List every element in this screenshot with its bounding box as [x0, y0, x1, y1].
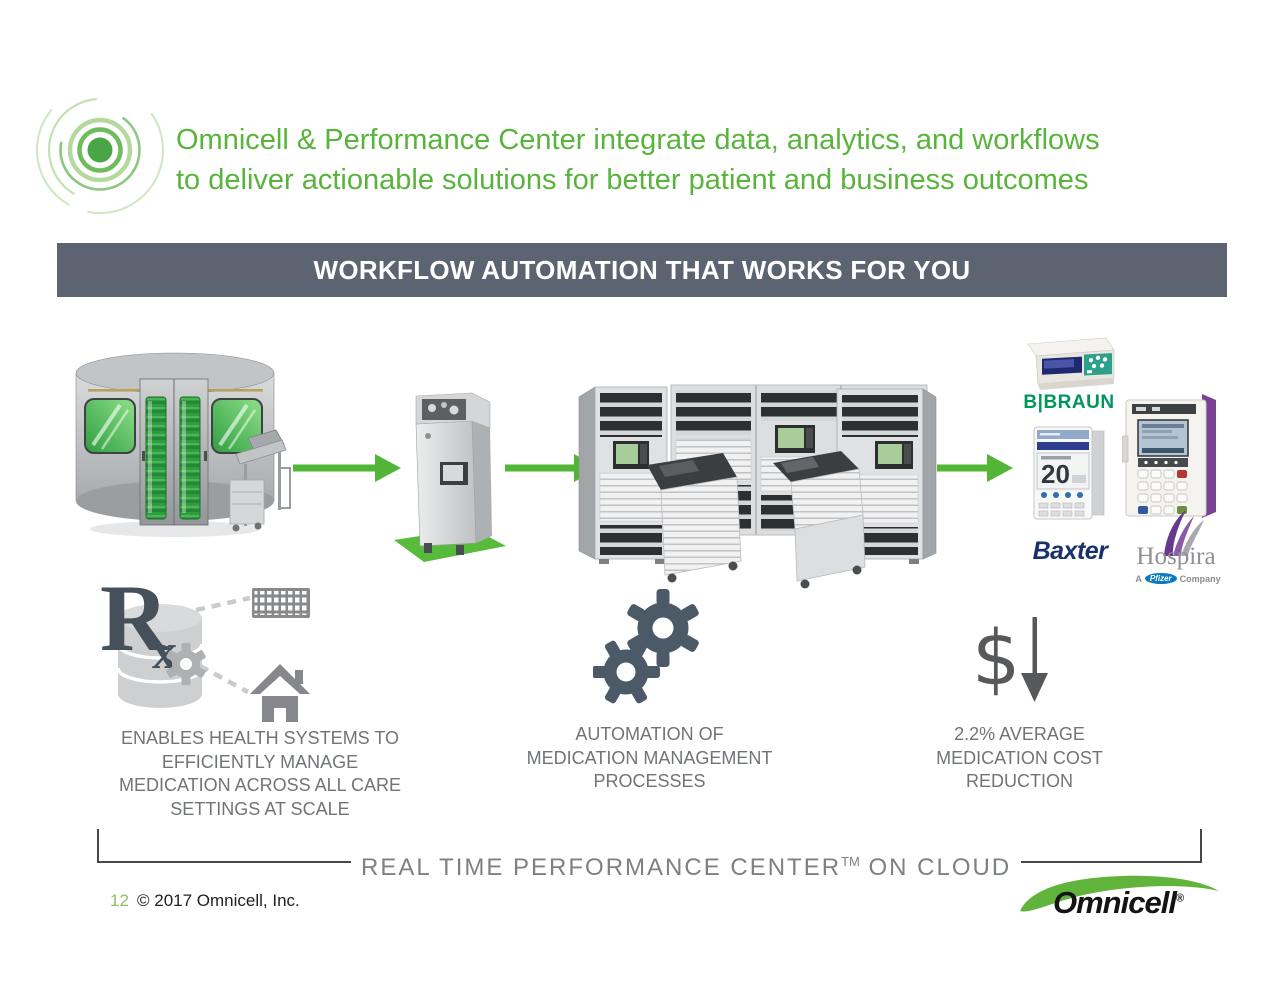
- bracket-line-right: [1021, 829, 1202, 863]
- omnicell-ripple-icon: [36, 86, 164, 214]
- pump-display-value: 20: [1041, 459, 1070, 489]
- performance-center-bracket: REAL TIME PERFORMANCE CENTERTM ON CLOUD: [97, 829, 1202, 881]
- pharmacy-carousel-image: [75, 352, 291, 537]
- caption-line: PROCESSES: [593, 771, 706, 791]
- cost-reduction-icon: $: [972, 613, 1048, 702]
- caption-line: SETTINGS AT SCALE: [170, 798, 350, 819]
- trademark-symbol: TM: [841, 854, 860, 869]
- caption-line: EFFICIENTLY MANAGE: [161, 751, 359, 772]
- workflow-banner: WORKFLOW AUTOMATION THAT WORKS FOR YOU: [57, 243, 1227, 297]
- slide-title-line1: Omnicell & Performance Center integrate …: [176, 124, 1100, 156]
- hospira-logo: Hospira: [1136, 543, 1216, 570]
- pfizer-tagline-prefix: A: [1135, 573, 1142, 584]
- bbraun-logo: B|BRAUN: [1023, 392, 1115, 413]
- slide-title-line2: to deliver actionable solutions for bett…: [176, 164, 1089, 196]
- benefit-caption: AUTOMATION OF MEDICATION MANAGEMENT PROC…: [487, 723, 812, 794]
- benefit-caption: ENABLES HEALTH SYSTEMS TO EFFICIENTLY MA…: [95, 727, 425, 821]
- packager-machine-image: [394, 392, 506, 562]
- bbraun-pump-image: [1027, 337, 1115, 390]
- page-number: 12: [110, 891, 129, 910]
- pfizer-oval-logo: Pfizer: [1144, 573, 1177, 584]
- rx-symbol: R x: [100, 576, 177, 679]
- omnicell-logo: Omnicell®: [1017, 874, 1222, 928]
- baxter-pump-image: 20: [1033, 426, 1105, 520]
- caption-line: MEDICATION ACROSS ALL CARE: [118, 775, 402, 795]
- pfizer-tagline: A Pfizer Company: [1130, 573, 1226, 584]
- bracket-label: REAL TIME PERFORMANCE CENTERTM ON CLOUD: [361, 854, 1012, 881]
- caption-line: AUTOMATION OF: [575, 724, 724, 744]
- benefit-caption: 2.2% AVERAGE MEDICATION COST REDUCTION: [897, 723, 1142, 794]
- dispensing-cabinets-image: [578, 384, 937, 589]
- rx-data-exchange-icon: R x: [100, 576, 310, 722]
- flow-arrow-icon: [937, 454, 1013, 482]
- gears-icon: [593, 589, 699, 704]
- baxter-logo: Baxter: [1032, 537, 1108, 565]
- caption-line: MEDICATION MANAGEMENT: [526, 747, 773, 768]
- omnicell-logo-text: Omnicell®: [1053, 885, 1184, 920]
- hospira-pump-image: [1122, 394, 1216, 518]
- pfizer-tagline-suffix: Company: [1179, 573, 1221, 584]
- workflow-banner-text: WORKFLOW AUTOMATION THAT WORKS FOR YOU: [313, 254, 971, 285]
- dollar-sign: $: [972, 613, 1020, 702]
- mobile-cart: [647, 453, 742, 583]
- gear-icon: [166, 643, 206, 685]
- hospira-tulip-icon: [1164, 510, 1204, 556]
- svg-text:R: R: [100, 576, 170, 671]
- conveyor-attachment: [229, 429, 291, 532]
- copyright-text: © 2017 Omnicell, Inc.: [137, 891, 300, 910]
- down-arrow-icon: [1021, 617, 1048, 702]
- flow-arrow-icon: [293, 454, 401, 482]
- omnicell-swoosh-icon: [1020, 875, 1219, 912]
- caption-line: MEDICATION COST: [936, 747, 1103, 768]
- home-icon: [250, 664, 310, 722]
- caption-line: 2.2% AVERAGE: [954, 724, 1085, 744]
- slide-title: Omnicell & Performance Center integrate …: [176, 120, 1226, 200]
- caption-line: REDUCTION: [966, 771, 1073, 791]
- bracket-line-left: [97, 829, 351, 863]
- keyboard-icon: [252, 588, 310, 618]
- mobile-cart: [773, 451, 866, 589]
- caption-line: ENABLES HEALTH SYSTEMS TO: [120, 728, 400, 748]
